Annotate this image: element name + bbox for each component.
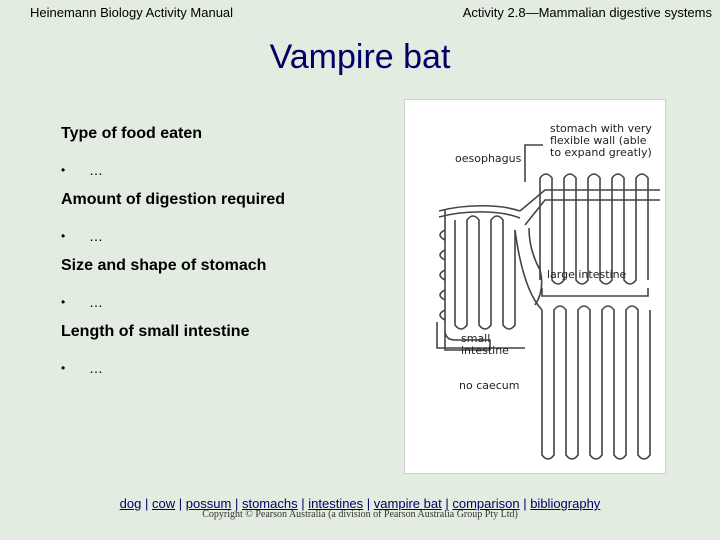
small-intestine-coil [444,210,491,351]
stomach-coil [539,173,649,285]
section-stomach: Size and shape of stomach • … [61,256,411,312]
nav-separator: | [178,496,183,511]
section-food: Type of food eaten • … [61,124,411,180]
stomach-label: stomach with very flexible wall (able to… [550,122,652,159]
bullet-text: … [89,228,103,244]
footer-nav: dog | cow | possum | stomachs | intestin… [0,496,720,511]
bullet-text: … [89,360,103,376]
small-intestine-bracket [436,322,525,349]
header-right: Activity 2.8—Mammalian digestive systems [462,5,712,20]
bullet-text: … [89,294,103,310]
page-title: Vampire bat [269,38,451,76]
connecting-tube [514,229,543,311]
nav-link-stomachs[interactable]: stomachs [241,496,298,511]
nav-link-bibliography[interactable]: bibliography [530,496,601,511]
bullet-icon: • [61,229,66,243]
digestive-tract-drawing [436,144,660,460]
section-digestion: Amount of digestion required • … [61,190,411,246]
section-intestine: Length of small intestine • … [61,322,411,378]
section-heading: Amount of digestion required [61,191,285,208]
nav-link-vampire-bat[interactable]: vampire bat [373,496,442,511]
content-list: Type of food eaten • … Amount of digesti… [61,124,411,388]
oesophagus-tube [438,204,521,212]
nav-separator: | [366,496,371,511]
large-intestine-bracket [541,288,649,297]
bullet-icon: • [61,163,66,177]
oesophagus-tube [438,211,521,219]
nav-link-comparison[interactable]: comparison [452,496,520,511]
small-intestine-coil [454,215,516,330]
large-intestine-coil [541,305,651,460]
bullet-icon: • [61,295,66,309]
small-intestine-coil [439,229,446,321]
nav-separator: | [145,496,149,511]
nav-separator: | [301,496,305,511]
small-intestine-label: small intestine [461,332,509,357]
oesophagus-label: oesophagus [455,152,522,165]
header-left: Heinemann Biology Activity Manual [30,5,234,20]
large-intestine-label: large intestine [547,268,627,281]
section-heading: Size and shape of stomach [61,257,267,274]
copyright-notice: Copyright © Pearson Australia (a divisio… [202,509,518,520]
bullet-text: … [89,162,103,178]
no-caecum-label: no caecum [459,379,520,392]
stomach-pointer [524,144,543,182]
nav-separator: | [523,496,527,511]
nav-link-cow[interactable]: cow [152,496,176,511]
section-heading: Type of food eaten [61,125,203,142]
stomach-outline [524,199,660,226]
section-heading: Length of small intestine [61,323,250,340]
nav-link-dog[interactable]: dog [119,496,142,511]
bullet-icon: • [61,361,66,375]
nav-link-possum[interactable]: possum [185,496,232,511]
digestive-system-diagram: stomach with very flexible wall (able to… [404,99,666,474]
stomach-outline [519,189,660,212]
nav-link-intestines[interactable]: intestines [308,496,364,511]
nav-separator: | [234,496,239,511]
nav-separator: | [445,496,449,511]
